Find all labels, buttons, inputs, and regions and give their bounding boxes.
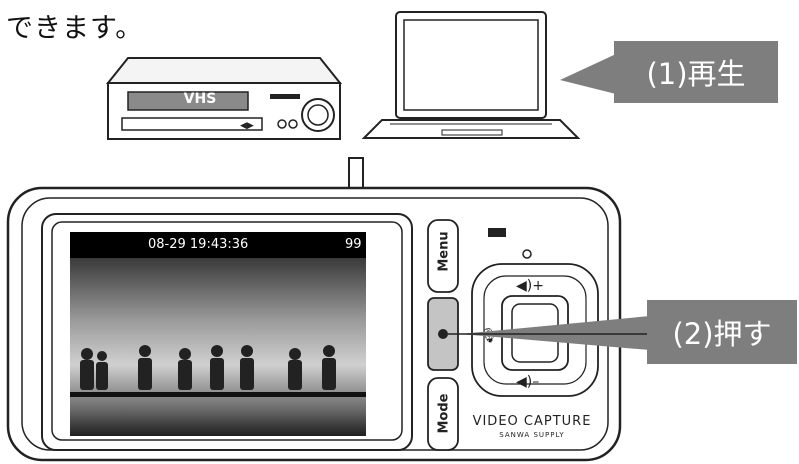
play-callout-pointer — [560, 54, 616, 94]
svg-text:◀▶: ◀▶ — [240, 121, 254, 131]
vhs-label: VHS — [160, 91, 240, 107]
status-battery: 99 — [345, 237, 362, 252]
mode-button-label: Mode — [437, 388, 452, 440]
menu-button-label: Menu — [437, 226, 452, 278]
svg-text:◀)–: ◀)– — [516, 374, 539, 390]
screen-status-bar: 08-29 19:43:36 99 — [70, 232, 366, 258]
brand-maker: SANWA SUPPLY — [472, 431, 592, 439]
battery-indicator-icon — [488, 228, 506, 237]
play-callout: (1)再生 — [614, 41, 778, 103]
status-timestamp: 08-29 19:43:36 — [148, 237, 248, 252]
brand-title: VIDEO CAPTURE — [472, 414, 592, 429]
laptop — [364, 12, 578, 138]
press-callout: (2)押す — [647, 300, 797, 364]
record-dot-icon — [438, 329, 448, 339]
svg-text:◀)+: ◀)+ — [516, 278, 544, 294]
